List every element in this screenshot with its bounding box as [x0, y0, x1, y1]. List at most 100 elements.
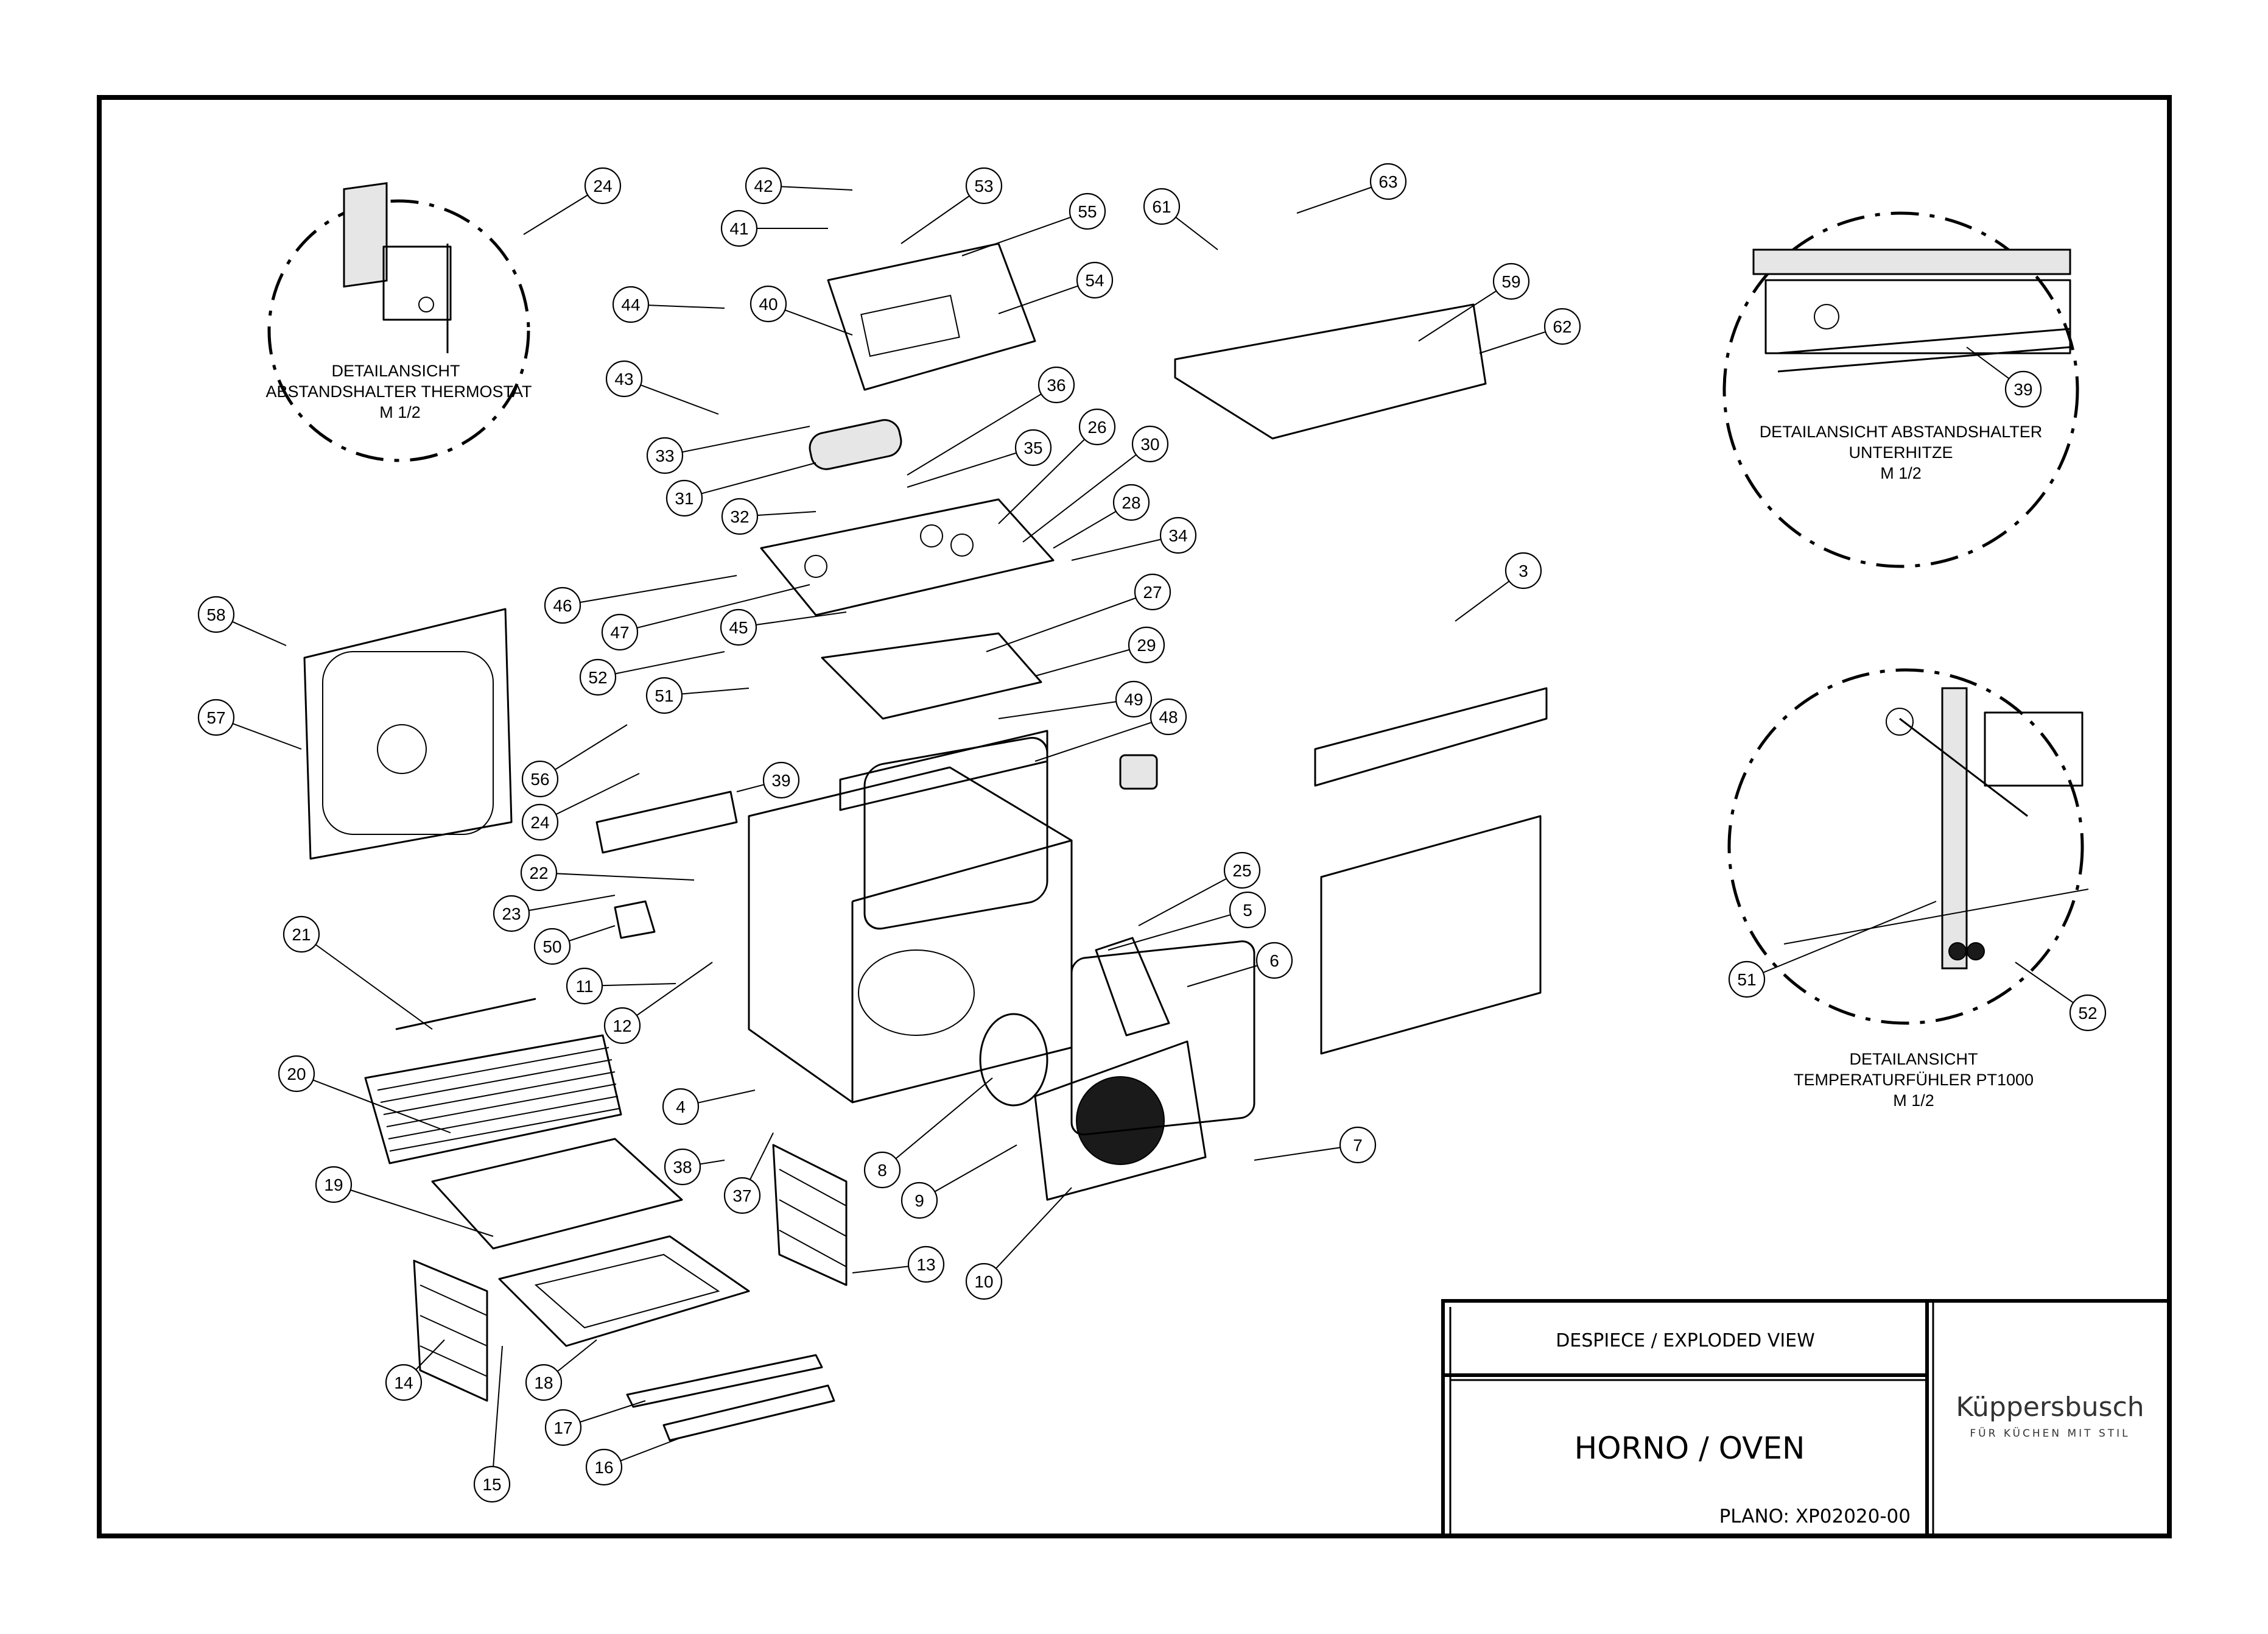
callout-14: 14: [385, 1339, 445, 1401]
callout-29: 29: [1034, 626, 1165, 677]
callout-19: 19: [315, 1166, 494, 1237]
callout-12: 12: [603, 962, 713, 1044]
callout-bubble: [1159, 516, 1197, 554]
callout-number: 28: [1122, 493, 1140, 512]
callout-bubble: [197, 596, 235, 633]
callout-number: 34: [1168, 526, 1187, 545]
callout-leader-line: [664, 426, 810, 456]
callout-leader-line: [998, 699, 1134, 719]
callout-bubble: [2069, 994, 2107, 1032]
callout-leader-line: [597, 651, 725, 678]
callout-number: 33: [655, 446, 674, 465]
callout-leader-line: [986, 591, 1153, 652]
callout-59: 59: [1418, 262, 1530, 342]
callout-bubble: [2004, 370, 2042, 408]
callout-bubble: [1014, 429, 1052, 467]
callout-23: 23: [493, 895, 616, 932]
callout-bubble: [603, 1007, 641, 1044]
detail-sensor-line1: DETAILANSICHT: [1849, 1050, 1978, 1068]
callout-number: 19: [324, 1175, 343, 1194]
callout-number: 48: [1159, 708, 1178, 727]
detail-underheat-line1: DETAILANSICHT ABSTANDSHALTER: [1760, 423, 2043, 441]
callout-number: 20: [287, 1065, 306, 1083]
callout-50: 50: [533, 925, 616, 965]
callout-39: 39: [736, 761, 800, 799]
callout-18: 18: [525, 1339, 597, 1401]
callout-number: 57: [206, 708, 225, 727]
callout-20: 20: [278, 1055, 451, 1133]
callout-number: 38: [673, 1158, 692, 1177]
product-title: HORNO / OVEN: [1575, 1431, 1805, 1466]
callout-22: 22: [520, 854, 695, 892]
callout-number: 3: [1518, 562, 1528, 580]
callout-bubble: [720, 608, 757, 646]
callout-leader-line: [1034, 716, 1169, 762]
callout-45: 45: [720, 608, 847, 646]
callout-bubble: [520, 854, 558, 892]
detail-view-thermostat: DETAILANSICHT ABSTANDSHALTER THERMOSTAT …: [265, 182, 532, 462]
callout-number: 51: [655, 686, 673, 705]
callout-bubble: [750, 285, 787, 323]
callout-bubble: [664, 1148, 701, 1186]
callout-27: 27: [986, 573, 1171, 652]
detail-sensor-line2: TEMPERATURFÜHLER PT1000: [1794, 1071, 2034, 1089]
callout-4: 4: [662, 1088, 756, 1125]
callout-number: 43: [614, 370, 633, 389]
callout-bubble: [1069, 192, 1106, 230]
callout-leader-line: [491, 1345, 503, 1485]
callout-35: 35: [907, 429, 1052, 488]
callout-36: 36: [907, 366, 1075, 476]
callout-leader-line: [301, 934, 433, 1030]
callout-number: 39: [2013, 380, 2032, 399]
callout-bubble: [544, 586, 581, 624]
callout-number: 6: [1269, 951, 1279, 970]
detail-view-underheat: DETAILANSICHT ABSTANDSHALTER UNTERHITZE …: [1722, 211, 2079, 568]
callout-56: 56: [521, 724, 628, 798]
callout-26: 26: [998, 408, 1116, 524]
callout-bubble: [1504, 552, 1542, 590]
callout-11: 11: [566, 967, 676, 1005]
callout-number: 55: [1078, 202, 1097, 221]
callout-bubble: [278, 1055, 315, 1093]
callout-bubble: [723, 1177, 761, 1214]
callout-bubble: [720, 210, 758, 247]
callout-bubble: [283, 915, 320, 953]
callout-number: 10: [974, 1272, 993, 1291]
callout-number: 8: [877, 1161, 887, 1180]
callout-bubble: [1112, 484, 1150, 521]
brand-logo: Küppersbusch: [1956, 1392, 2144, 1423]
callout-bubble: [1143, 188, 1181, 225]
callout-bubble: [605, 360, 643, 398]
drawing-frame: [97, 95, 2172, 1538]
callout-6: 6: [1187, 942, 1293, 987]
callout-63: 63: [1296, 163, 1407, 214]
callout-24: 24: [521, 773, 640, 841]
title-header: DESPIECE / EXPLODED VIEW: [1556, 1330, 1815, 1351]
callout-number: 27: [1143, 583, 1162, 602]
callout-bubble: [1543, 308, 1581, 345]
callout-bubble: [1369, 163, 1407, 200]
callout-61: 61: [1143, 188, 1218, 250]
callout-bubble: [645, 677, 683, 714]
callout-bubble: [721, 498, 759, 535]
callout-number: 51: [1737, 970, 1756, 989]
callout-24: 24: [523, 167, 622, 235]
callout-leader-line: [1034, 644, 1147, 677]
callout-number: 14: [394, 1373, 413, 1392]
callout-34: 34: [1071, 516, 1197, 561]
callout-38: 38: [664, 1148, 725, 1186]
callout-leader-line: [1022, 443, 1151, 543]
callout-leader-line: [1108, 909, 1248, 951]
callout-bubble: [1229, 891, 1266, 929]
brand-tagline: FÜR KÜCHEN MIT STIL: [1970, 1426, 2130, 1440]
callout-number: 35: [1023, 438, 1042, 457]
callout-leader-line: [296, 1073, 451, 1133]
callout-bubble: [1150, 698, 1187, 736]
callout-55: 55: [961, 192, 1106, 256]
callout-number: 5: [1243, 901, 1252, 920]
callout-28: 28: [1053, 484, 1150, 549]
callout-number: 15: [482, 1475, 501, 1494]
callout-10: 10: [965, 1187, 1072, 1300]
callout-leader-line: [907, 447, 1034, 488]
callout-leader-line: [961, 211, 1088, 256]
